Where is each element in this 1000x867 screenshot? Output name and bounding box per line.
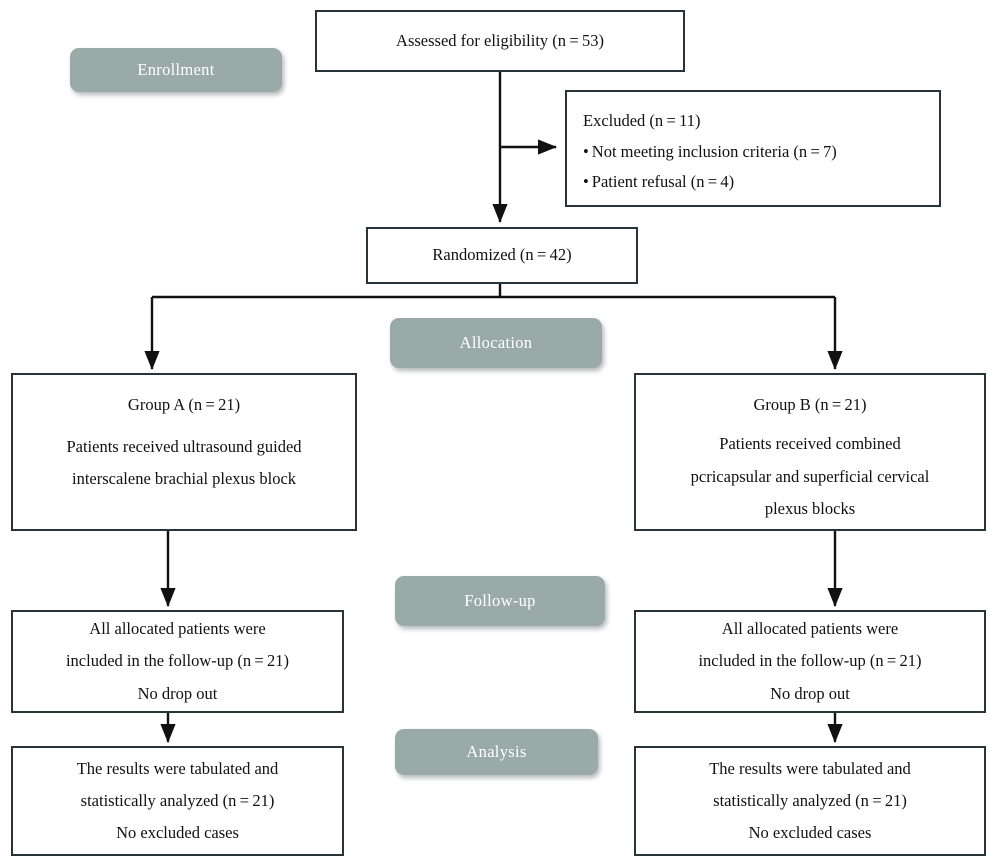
group-b-followup-line-2: included in the follow-up (n = 21) xyxy=(698,651,922,671)
group-a-title: Group A (n = 21) xyxy=(127,395,241,414)
box-group-b-followup: All allocated patients were included in … xyxy=(634,610,986,713)
box-assessed-for-eligibility: Assessed for eligibility (n = 53) xyxy=(315,10,685,72)
group-a-allocation-line-2: interscalene brachial plexus block xyxy=(71,469,297,489)
group-b-allocation-line-1: Patients received combined xyxy=(719,434,901,454)
excluded-bullet-2: Patient refusal (n = 4) xyxy=(583,167,734,198)
group-b-allocation-line-2: pcricapsular and superficial cervical xyxy=(690,466,930,486)
stage-badge-analysis: Analysis xyxy=(395,729,598,775)
box-group-a-analysis: The results were tabulated and statistic… xyxy=(11,746,344,856)
group-a-analysis-line-3: No excluded cases xyxy=(116,823,239,843)
group-a-analysis-line-2: statistically analyzed (n = 21) xyxy=(80,790,275,810)
group-b-followup-line-3: No drop out xyxy=(770,683,850,703)
box-group-b-analysis: The results were tabulated and statistic… xyxy=(634,746,986,856)
group-b-analysis-line-3: No excluded cases xyxy=(748,823,872,843)
group-b-title: Group B (n = 21) xyxy=(753,395,867,414)
group-a-followup-line-3: No drop out xyxy=(137,683,218,703)
stage-badge-enrollment: Enrollment xyxy=(70,48,282,92)
box-group-b-allocation: Group B (n = 21) Patients received combi… xyxy=(634,373,986,531)
excluded-bullet-1: Not meeting inclusion criteria (n = 7) xyxy=(583,137,837,168)
group-a-followup-line-1: All allocated patients were xyxy=(89,619,266,639)
box-excluded: Excluded (n = 11) Not meeting inclusion … xyxy=(565,90,941,207)
group-b-analysis-line-1: The results were tabulated and xyxy=(709,758,911,778)
group-b-allocation-line-3: plexus blocks xyxy=(764,498,856,518)
randomized-line-1: Randomized (n = 42) xyxy=(432,245,572,265)
group-b-followup-line-1: All allocated patients were xyxy=(721,619,899,639)
box-group-a-allocation: Group A (n = 21) Patients received ultra… xyxy=(11,373,357,531)
group-a-allocation-line-1: Patients received ultrasound guided xyxy=(66,437,302,457)
box-group-a-followup: All allocated patients were included in … xyxy=(11,610,344,713)
group-a-followup-line-2: included in the follow-up (n = 21) xyxy=(65,651,290,671)
box-randomized: Randomized (n = 42) xyxy=(366,227,638,284)
stage-badge-followup: Follow-up xyxy=(395,576,605,626)
group-a-analysis-line-1: The results were tabulated and xyxy=(76,758,279,778)
stage-badge-allocation: Allocation xyxy=(390,318,602,368)
group-b-analysis-line-2: statistically analyzed (n = 21) xyxy=(713,790,907,810)
edge-randomized-split-bus xyxy=(152,284,835,299)
excluded-heading: Excluded (n = 11) xyxy=(583,111,701,130)
assessed-line-1: Assessed for eligibility (n = 53) xyxy=(396,30,604,50)
